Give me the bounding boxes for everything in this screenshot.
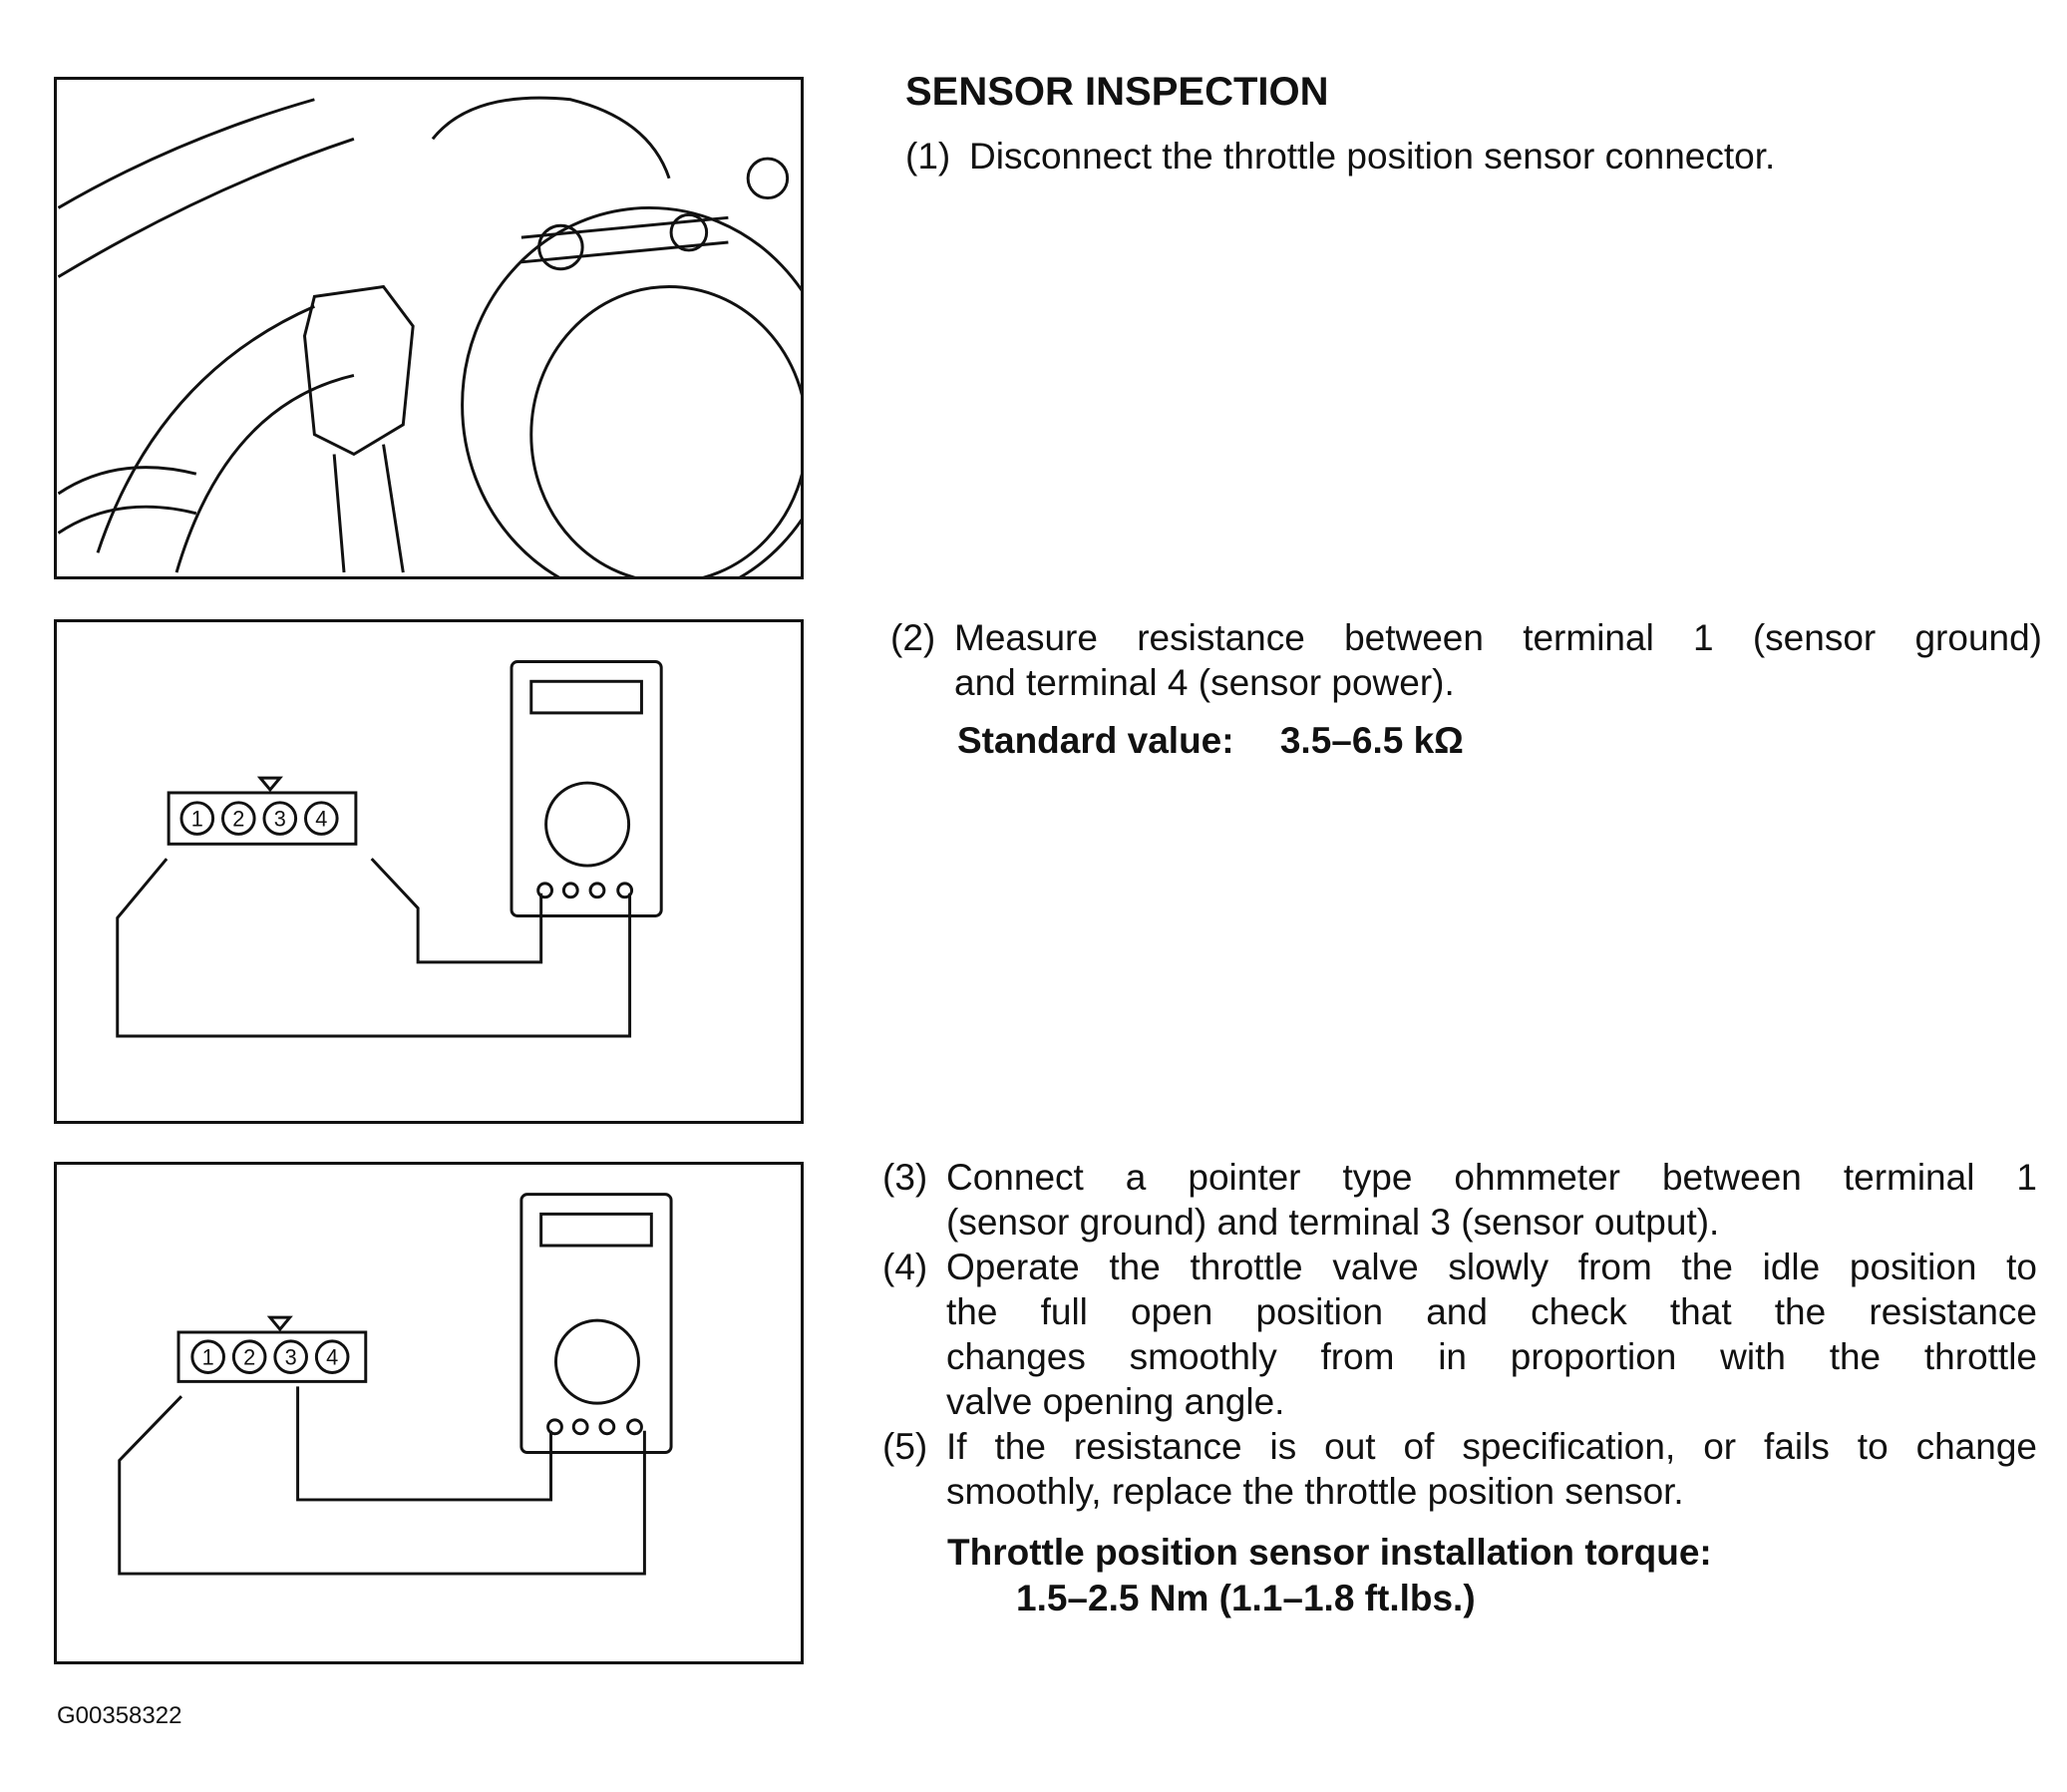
step-text: Connect a pointer type ohmmeter between … [946, 1157, 2037, 1198]
step-number: (2) [890, 617, 936, 658]
terminal-number: 4 [315, 807, 327, 832]
step-number: (1) [905, 136, 951, 177]
step-number: (4) [882, 1247, 928, 1287]
step-4: (4) Operate the throttle valve slowly fr… [882, 1245, 2037, 1424]
figure-code: G00358322 [57, 1702, 182, 1729]
connector-icon [167, 776, 358, 846]
multimeter-icon [519, 1193, 673, 1455]
step-text: Disconnect the throttle position sensor … [969, 136, 1776, 177]
measurement-diagram-terminals-1-4: 1 2 3 4 [54, 619, 804, 1124]
step-1: (1) Disconnect the throttle position sen… [905, 134, 1775, 179]
step-5: (5) If the resistance is out of specific… [882, 1424, 2037, 1514]
step-text: valve opening angle. [946, 1381, 1285, 1422]
step-3: (3) Connect a pointer type ohmmeter betw… [882, 1155, 2037, 1245]
step-text: Measure resistance between terminal 1 (s… [954, 617, 2042, 658]
step-text: the full open position and check that th… [946, 1291, 2037, 1332]
step-text: Operate the throttle valve slowly from t… [946, 1247, 2037, 1287]
torque-label: Throttle position sensor installation to… [947, 1532, 1712, 1573]
multimeter-icon [510, 660, 663, 917]
terminal-number: 2 [232, 807, 244, 832]
terminal-number: 1 [191, 807, 203, 832]
terminal-number: 3 [285, 1345, 297, 1370]
step-text: and terminal 4 (sensor power). [954, 662, 1455, 703]
measurement-diagram-terminals-1-3: 1 2 3 4 [54, 1162, 804, 1664]
step-text: smoothly, replace the throttle position … [946, 1471, 1684, 1512]
standard-value-label: Standard value: [957, 720, 1234, 761]
terminal-number: 4 [326, 1345, 338, 1370]
terminal-number: 1 [202, 1345, 214, 1370]
section-title: SENSOR INSPECTION [905, 70, 1329, 114]
step-2: (2) Measure resistance between terminal … [890, 615, 2042, 705]
standard-value: Standard value: 3.5–6.5 kΩ [957, 718, 1464, 763]
standard-value-number: 3.5–6.5 kΩ [1279, 720, 1464, 761]
connector-icon [176, 1315, 368, 1383]
torque-value: 1.5–2.5 Nm (1.1–1.8 ft.lbs.) [1016, 1578, 1476, 1618]
terminal-number: 3 [274, 807, 286, 832]
terminal-number: 2 [243, 1345, 255, 1370]
step-text: changes smoothly from in proportion with… [946, 1336, 2037, 1377]
step-text: If the resistance is out of specificatio… [946, 1426, 2037, 1467]
throttle-sensor-location-illustration [54, 77, 804, 579]
step-text: (sensor ground) and terminal 3 (sensor o… [946, 1202, 1720, 1243]
step-number: (3) [882, 1157, 928, 1198]
step-number: (5) [882, 1426, 928, 1467]
